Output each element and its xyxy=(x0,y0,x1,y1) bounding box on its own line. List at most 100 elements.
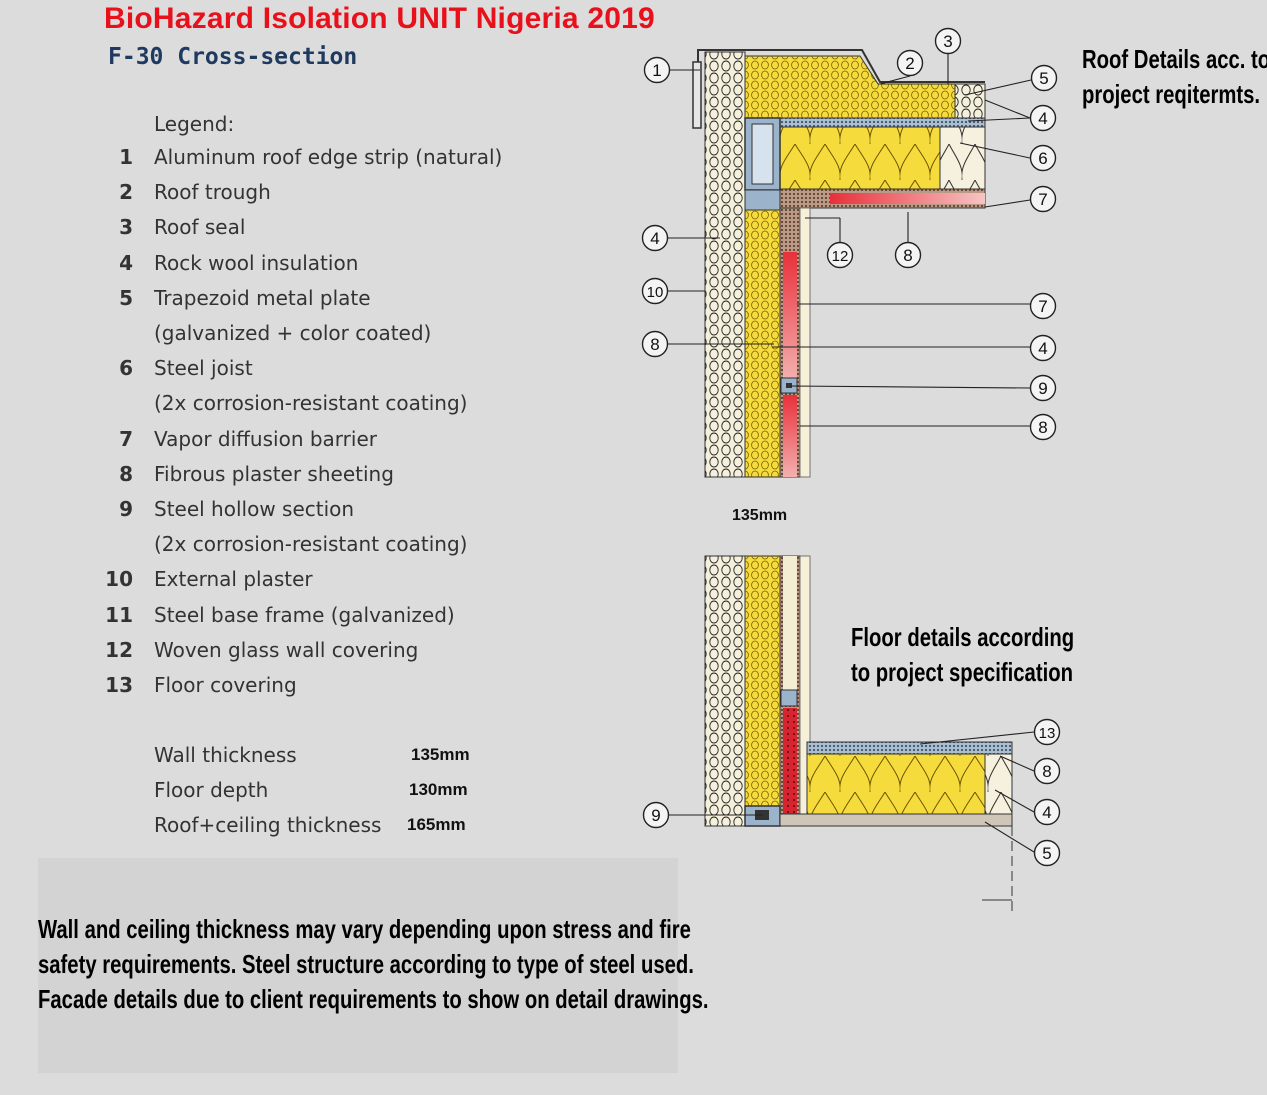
callout-number: 8 xyxy=(1038,418,1047,437)
edge-strip-fold xyxy=(692,61,702,129)
callout-number: 6 xyxy=(1038,149,1047,168)
callout-number: 5 xyxy=(1042,844,1051,863)
wall-steel-column-cap xyxy=(744,189,781,211)
callout-circle xyxy=(1033,757,1061,785)
roof-note: Roof Details acc. to project reqitermts. xyxy=(1082,42,1267,112)
legend-item-text: Vapor diffusion barrier xyxy=(154,426,377,451)
legend-item-number: 2 xyxy=(119,180,133,205)
legend-item-text: Steel base frame (galvanized) xyxy=(154,602,455,627)
legend-item-number: 6 xyxy=(119,356,133,381)
callout-number: 4 xyxy=(1038,109,1047,128)
lower-external-plaster xyxy=(704,555,746,827)
callout-number: 3 xyxy=(943,32,952,51)
floor-plate xyxy=(779,813,1013,827)
general-notes: Wall and ceiling thickness may vary depe… xyxy=(38,912,709,1017)
legend-item-number: 3 xyxy=(119,215,133,240)
legend-item-text: Trapezoid metal plate xyxy=(154,285,371,310)
note-line: Wall and ceiling thickness may vary depe… xyxy=(38,914,691,944)
callout-circle xyxy=(1029,413,1057,441)
joist-insulation-end xyxy=(939,126,986,190)
legend-item-text: Woven glass wall covering xyxy=(154,637,419,662)
wall-vapor-barrier xyxy=(783,252,797,380)
external-plaster xyxy=(704,51,746,478)
legend-item-number: 12 xyxy=(105,637,133,662)
wall-vapor-barrier-lower xyxy=(783,395,797,477)
callout-number: 2 xyxy=(905,54,914,73)
joist-insulation xyxy=(779,126,941,190)
legend-item-text: Floor covering xyxy=(154,673,297,697)
callout-circle xyxy=(1029,334,1057,362)
legend-item-number: 1 xyxy=(119,145,133,169)
legend-item-number: 11 xyxy=(105,602,133,627)
legend-item-text: (2x corrosion-resistant coating) xyxy=(154,532,468,557)
floor-note: Floor details according to project speci… xyxy=(851,620,1074,690)
legend-item-text: Roof seal xyxy=(154,215,246,240)
roof-insulation-end xyxy=(954,83,986,119)
callout-circle xyxy=(1029,292,1057,320)
upper-section xyxy=(692,49,986,478)
callout-number: 5 xyxy=(1039,69,1048,88)
callout-number: 4 xyxy=(1042,803,1051,822)
callout-circle xyxy=(1029,104,1057,132)
callout-circle xyxy=(643,56,671,84)
legend-item-number: 5 xyxy=(119,285,133,310)
callout-circle xyxy=(1033,798,1061,826)
note-line: safety requirements. Steel structure acc… xyxy=(38,949,694,979)
steel-hollow-core xyxy=(786,383,792,388)
callout-number: 8 xyxy=(903,246,912,265)
note-line: project reqitermts. xyxy=(1082,79,1261,109)
callout-circle xyxy=(641,277,669,305)
legend-item-number: 10 xyxy=(105,567,133,592)
callout-circle xyxy=(1030,64,1058,92)
legend-item-number: 8 xyxy=(119,461,133,486)
callout-circle xyxy=(1033,839,1061,867)
callout-number: 1 xyxy=(652,61,661,80)
legend-item-text: (galvanized + color coated) xyxy=(154,321,432,345)
legend-heading: Legend: xyxy=(154,112,235,136)
callout-circle xyxy=(641,330,669,358)
legend-item-text: External plaster xyxy=(154,567,313,592)
dimension-row: Wall thickness xyxy=(154,743,297,773)
legend-item-number: 7 xyxy=(119,426,133,451)
lower-steel-hollow xyxy=(780,689,798,707)
legend-item-number: 13 xyxy=(105,673,133,697)
callout-circle xyxy=(641,224,669,252)
leader-lines xyxy=(668,54,1035,853)
legend-item-text: (2x corrosion-resistant coating) xyxy=(154,391,468,416)
note-line: Roof Details acc. to xyxy=(1082,44,1267,74)
dimension-value: 130mm xyxy=(409,780,468,799)
legend-item-number: 9 xyxy=(119,497,133,521)
callout-circle xyxy=(642,801,670,829)
floor-insulation xyxy=(806,753,1013,817)
note-line: Facade details due to client requirement… xyxy=(38,984,709,1014)
callout-number: 7 xyxy=(1038,190,1047,209)
callout-number: 9 xyxy=(651,806,660,825)
dimension-row: Roof+ceiling thickness xyxy=(154,813,381,843)
legend-item-text: Steel joist xyxy=(154,356,253,381)
legend-item-text: Steel hollow section xyxy=(154,497,355,521)
callout-number: 4 xyxy=(650,229,659,248)
callout-circle xyxy=(1033,718,1061,746)
note-line: to project specification xyxy=(851,657,1073,687)
dimension-value: 135mm xyxy=(411,745,470,764)
callout-number: 7 xyxy=(1038,297,1047,316)
roof-insulation-outer xyxy=(744,55,986,119)
callout-circle xyxy=(934,27,962,55)
callout-number: 12 xyxy=(832,248,849,265)
callout-circle xyxy=(896,49,924,77)
wall-dimension-label: 135mm xyxy=(732,507,787,524)
dimension-label: Roof+ceiling thickness xyxy=(154,813,382,837)
ceiling-vapor-barrier xyxy=(830,193,985,204)
floor-covering xyxy=(806,741,1013,755)
legend-item-text: Rock wool insulation xyxy=(154,250,359,275)
dimension-row: Floor depth xyxy=(154,778,268,808)
lower-wall-insulation xyxy=(744,555,781,807)
trapezoid-plate xyxy=(744,117,986,128)
page-title: BioHazard Isolation UNIT Nigeria 2019 xyxy=(104,2,655,35)
callout-circle xyxy=(1029,185,1057,213)
legend-item-number: 4 xyxy=(119,250,133,275)
callout-number: 8 xyxy=(1042,762,1051,781)
floor-insulation-end xyxy=(984,753,1013,817)
